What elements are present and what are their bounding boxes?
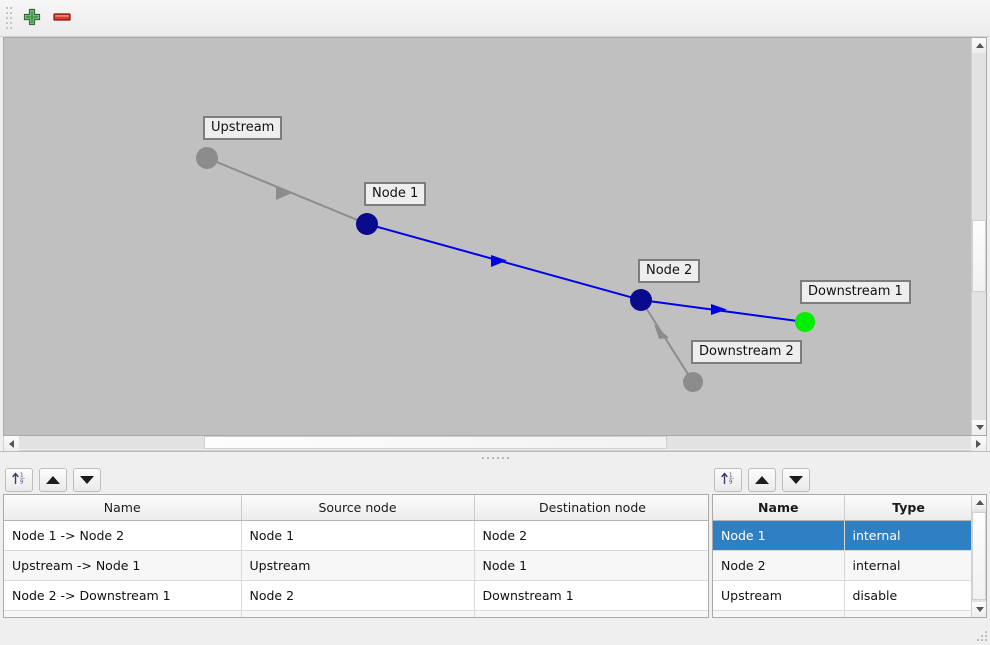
arrow-down-icon xyxy=(789,475,803,484)
nodes-table-container[interactable]: Name Type Node 1 internal Node 2 xyxy=(712,494,987,618)
canvas-vscroll-thumb[interactable] xyxy=(972,220,986,292)
window-resize-grip[interactable] xyxy=(976,631,988,643)
edges-cell-source[interactable]: Node 2 xyxy=(241,580,475,611)
edges-cell-name[interactable]: Node 2 -> Downstream 2 xyxy=(4,610,242,617)
nodes-cell-name[interactable]: Upstream xyxy=(713,580,845,611)
scroll-up-button[interactable] xyxy=(972,38,986,53)
nodes-col-name[interactable]: Name xyxy=(713,495,845,521)
edges-cell-source[interactable]: Upstream xyxy=(241,550,475,581)
nodes-cell-type[interactable]: disable xyxy=(844,580,974,611)
svg-text:1: 1 xyxy=(20,473,24,479)
add-icon xyxy=(23,8,41,29)
edges-col-source[interactable]: Source node xyxy=(241,495,475,521)
svg-text:9: 9 xyxy=(20,480,24,486)
canvas-vertical-scrollbar[interactable] xyxy=(971,38,986,435)
canvas-hscroll-thumb[interactable] xyxy=(204,436,667,449)
edges-move-up-button[interactable] xyxy=(39,467,67,492)
bottom-panes: 1 9 xyxy=(0,464,990,618)
edges-move-down-button[interactable] xyxy=(73,467,101,492)
graph-label-downstream2[interactable]: Downstream 2 xyxy=(691,340,802,364)
nodes-cell-type[interactable]: downstream xyxy=(844,610,974,617)
arrow-up-icon xyxy=(46,475,60,484)
scroll-up-button[interactable] xyxy=(972,495,986,510)
scroll-left-button[interactable] xyxy=(4,436,19,451)
sort-icon: 1 9 xyxy=(11,470,27,489)
edges-table-container[interactable]: Name Source node Destination node Node 1… xyxy=(3,494,709,618)
main-toolbar xyxy=(0,0,990,37)
table-row[interactable]: Downstream 1 downstream xyxy=(713,610,986,617)
nodes-table-vertical-scrollbar[interactable] xyxy=(971,495,986,617)
graph-canvas[interactable]: Upstream Node 1 Node 2 Downstream 1 Down… xyxy=(3,37,987,436)
edges-cell-name[interactable]: Node 2 -> Downstream 1 xyxy=(4,580,242,611)
table-row[interactable]: Node 1 -> Node 2 Node 1 Node 2 xyxy=(4,520,708,551)
edge-node2-downstream2[interactable] xyxy=(640,299,694,383)
edges-cell-name[interactable]: Node 1 -> Node 2 xyxy=(4,520,242,551)
table-row[interactable]: Node 2 -> Downstream 1 Node 2 Downstream… xyxy=(4,580,708,611)
graph-node-upstream[interactable] xyxy=(196,147,218,169)
nodes-cell-type[interactable]: internal xyxy=(844,550,974,581)
graph-label-upstream[interactable]: Upstream xyxy=(203,116,283,140)
table-row[interactable]: Node 1 internal xyxy=(713,520,986,551)
sort-icon: 1 9 xyxy=(720,470,736,489)
svg-text:1: 1 xyxy=(729,473,733,479)
graph-edges-layer xyxy=(196,147,815,392)
nodes-col-type[interactable]: Type xyxy=(844,495,974,521)
horizontal-splitter[interactable] xyxy=(0,451,990,464)
nodes-table-header-row: Name Type xyxy=(713,495,986,521)
graph-label-node1[interactable]: Node 1 xyxy=(364,182,427,206)
scroll-down-button[interactable] xyxy=(972,420,986,435)
graph-label-node2[interactable]: Node 2 xyxy=(638,259,701,283)
nodes-vscroll-thumb[interactable] xyxy=(972,512,986,600)
nodes-cell-type[interactable]: internal xyxy=(844,520,974,551)
nodes-pane-toolbar: 1 9 xyxy=(712,464,987,494)
graph-node-node2[interactable] xyxy=(630,289,652,311)
nodes-pane: 1 9 xyxy=(709,464,990,618)
edges-cell-destination[interactable]: Downstream 2 xyxy=(474,610,708,617)
remove-node-button[interactable] xyxy=(47,4,77,32)
edges-cell-source[interactable]: Node 1 xyxy=(241,520,475,551)
svg-text:9: 9 xyxy=(729,480,733,486)
edge-node1-node2[interactable] xyxy=(366,223,642,301)
nodes-move-down-button[interactable] xyxy=(782,467,810,492)
nodes-cell-name[interactable]: Node 1 xyxy=(713,520,845,551)
nodes-table: Name Type Node 1 internal Node 2 xyxy=(713,495,986,617)
edge-node2-downstream1[interactable] xyxy=(640,299,806,323)
remove-icon xyxy=(51,8,73,29)
edges-cell-name[interactable]: Upstream -> Node 1 xyxy=(4,550,242,581)
edges-cell-source[interactable]: Node 2 xyxy=(241,610,475,617)
graph-node-node1[interactable] xyxy=(356,213,378,235)
nodes-move-up-button[interactable] xyxy=(748,467,776,492)
table-row[interactable]: Upstream -> Node 1 Upstream Node 1 xyxy=(4,550,708,581)
arrow-down-icon xyxy=(80,475,94,484)
nodes-cell-name[interactable]: Node 2 xyxy=(713,550,845,581)
edges-cell-destination[interactable]: Node 2 xyxy=(474,520,708,551)
table-row[interactable]: Upstream disable xyxy=(713,580,986,611)
table-row[interactable]: Node 2 -> Downstream 2 Node 2 Downstream… xyxy=(4,610,708,617)
edges-col-destination[interactable]: Destination node xyxy=(474,495,708,521)
edges-cell-destination[interactable]: Node 1 xyxy=(474,550,708,581)
edges-cell-destination[interactable]: Downstream 1 xyxy=(474,580,708,611)
edge-upstream-node1[interactable] xyxy=(206,157,368,225)
edges-pane-toolbar: 1 9 xyxy=(3,464,709,494)
scroll-right-button[interactable] xyxy=(971,436,986,451)
add-node-button[interactable] xyxy=(17,4,47,32)
edges-col-name[interactable]: Name xyxy=(4,495,242,521)
status-bar xyxy=(0,618,990,645)
edges-pane: 1 9 xyxy=(0,464,709,618)
graph-label-downstream1[interactable]: Downstream 1 xyxy=(800,280,911,304)
scroll-down-button[interactable] xyxy=(972,602,986,617)
edges-table: Name Source node Destination node Node 1… xyxy=(4,495,708,617)
graph-node-downstream1[interactable] xyxy=(795,312,815,332)
nodes-sort-order-button[interactable]: 1 9 xyxy=(714,467,742,492)
arrow-up-icon xyxy=(755,475,769,484)
toolbar-drag-handle[interactable] xyxy=(2,6,11,30)
splitter-grip-dots xyxy=(481,457,509,459)
graph-node-downstream2[interactable] xyxy=(683,372,703,392)
edges-table-header-row: Name Source node Destination node xyxy=(4,495,708,521)
nodes-cell-name[interactable]: Downstream 1 xyxy=(713,610,845,617)
edges-sort-order-button[interactable]: 1 9 xyxy=(5,467,33,492)
canvas-horizontal-scrollbar[interactable] xyxy=(3,436,987,451)
table-row[interactable]: Node 2 internal xyxy=(713,550,986,581)
